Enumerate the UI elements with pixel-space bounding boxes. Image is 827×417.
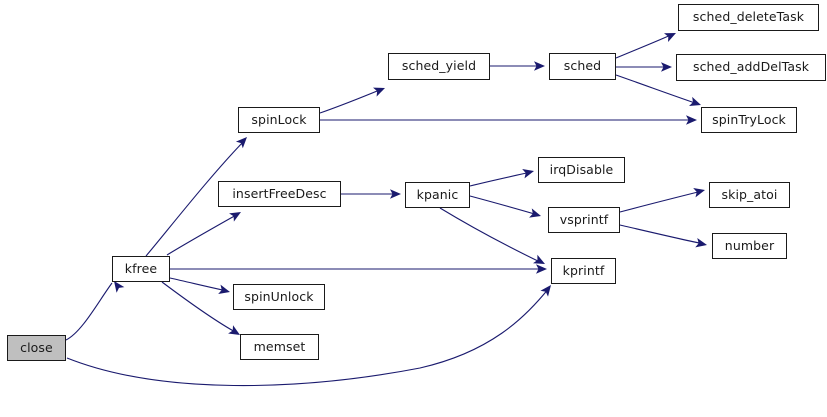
call-node-sched_yield[interactable]: sched_yield [388, 53, 490, 80]
call-edge-kfree-spinLock [145, 139, 246, 257]
call-node-kpanic[interactable]: kpanic [405, 182, 470, 208]
call-node-label: close [20, 339, 53, 355]
call-node-label: number [724, 237, 775, 253]
call-arrow-kfree-insertFreeDesc [229, 212, 241, 222]
call-edge-kfree-memset [161, 281, 238, 334]
call-arrow-sched-deleteTask [664, 33, 676, 42]
call-arrow-schedyield-sched [534, 61, 545, 71]
call-arrow-kpanic-vsprintf [529, 208, 541, 218]
call-node-label: kpanic [416, 186, 459, 202]
call-node-irqDisable[interactable]: irqDisable [538, 157, 625, 183]
call-node-sched_deleteTask[interactable]: sched_deleteTask [678, 4, 819, 31]
call-node-label: sched_addDelTask [692, 59, 810, 75]
call-node-memset[interactable]: memset [240, 334, 319, 360]
call-node-label: sched [563, 58, 602, 74]
call-node-spinLock[interactable]: spinLock [238, 107, 320, 133]
call-arrow-kfree-memset [228, 325, 240, 335]
call-arrow-spinLock-sched_yield [373, 87, 385, 97]
call-node-label: irqDisable [549, 161, 614, 177]
call-edge-vsprintf-skip_atoi [619, 190, 703, 213]
call-node-kfree[interactable]: kfree [112, 256, 170, 282]
call-edge-spinLock-sched_yield [319, 88, 383, 114]
call-edge-close-kprintf [66, 287, 550, 387]
call-edge-kpanic-vsprintf [469, 195, 539, 216]
call-edge-close-kfree [65, 282, 113, 341]
call-arrow-close-kfree [114, 281, 125, 293]
call-node-label: skip_atoi [721, 186, 778, 202]
call-node-sched[interactable]: sched [549, 53, 616, 80]
call-node-label: spinTryLock [712, 111, 786, 127]
call-node-label: memset [253, 338, 306, 354]
call-edge-kfree-insertFreeDesc [166, 213, 239, 256]
call-node-label: vsprintf [559, 211, 609, 227]
call-node-label: spinLock [251, 111, 307, 127]
call-arrow-kpanic-kprintf [533, 254, 545, 264]
call-node-spinUnlock[interactable]: spinUnlock [233, 284, 325, 310]
call-arrow-kpanic-irqDisable [522, 169, 534, 179]
call-node-insertFreeDesc[interactable]: insertFreeDesc [218, 181, 341, 207]
call-node-label: insertFreeDesc [232, 185, 327, 201]
call-node-label: sched_deleteTask [692, 9, 805, 25]
call-arrow-vsprintf-skip_atoi [693, 188, 705, 198]
call-arrow-close-kprintf [540, 285, 551, 297]
call-node-close[interactable]: close [7, 335, 66, 361]
call-arrow-insert-kpanic [390, 189, 401, 199]
call-node-skip_atoi[interactable]: skip_atoi [709, 182, 790, 208]
call-arrow-kfree-spinUnlock [218, 284, 230, 294]
call-arrow-sched-addDelTask [661, 62, 672, 72]
call-edge-vsprintf-number [619, 224, 705, 245]
call-node-sched_addDelTask[interactable]: sched_addDelTask [676, 54, 826, 81]
call-node-label: sched_yield [401, 58, 477, 74]
call-node-label: spinUnlock [244, 288, 314, 304]
call-node-vsprintf[interactable]: vsprintf [548, 207, 620, 233]
call-edge-kpanic-kprintf [439, 207, 543, 264]
call-arrow-spinLock-spinTryLock [686, 115, 697, 125]
call-node-label: kfree [124, 260, 158, 276]
call-node-kprintf[interactable]: kprintf [551, 258, 616, 284]
call-edge-sched-deleteTask [615, 33, 674, 59]
call-arrow-kfree-kprintf [536, 264, 547, 274]
call-arrow-sched-spinTryLock [689, 96, 701, 106]
call-node-label: kprintf [562, 262, 605, 278]
call-edge-sched-spinTryLock [615, 74, 699, 105]
call-arrow-vsprintf-number [695, 238, 707, 248]
call-node-number[interactable]: number [712, 233, 787, 259]
call-node-spinTryLock[interactable]: spinTryLock [701, 107, 797, 133]
call-edge-kpanic-irqDisable [469, 171, 532, 187]
call-arrow-kfree-spinLock [235, 137, 247, 149]
call-edge-kfree-spinUnlock [169, 277, 228, 292]
